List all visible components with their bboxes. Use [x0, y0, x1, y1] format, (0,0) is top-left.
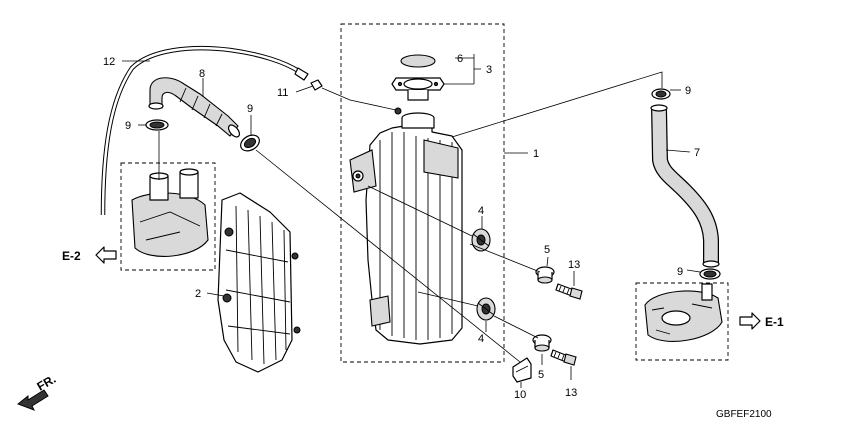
ref-e1-label: E-1: [765, 315, 784, 329]
water-pump-box: [120, 162, 216, 271]
clamp-left: [145, 119, 169, 131]
callout-9-center: 9: [247, 103, 253, 115]
collar-upper: [535, 266, 555, 284]
tube-clip: [310, 79, 323, 91]
callout-5-upper: 5: [544, 244, 550, 256]
front-direction-label: FR.: [35, 372, 59, 394]
callout-2: 2: [195, 288, 201, 300]
clamp-top-right: [651, 88, 671, 100]
front-direction-arrow-icon: [17, 389, 49, 411]
callout-7: 7: [694, 147, 700, 159]
callout-5-lower: 5: [538, 369, 544, 381]
e2-arrow-icon: [95, 246, 117, 264]
callout-10: 10: [514, 389, 526, 401]
leader-lines: [122, 54, 701, 388]
callout-9-left: 9: [125, 120, 131, 132]
clip: [512, 357, 532, 383]
callout-8: 8: [199, 68, 205, 80]
ref-e2-label: E-2: [62, 249, 81, 263]
grommet-upper: [471, 228, 491, 252]
grommet-lower: [476, 297, 496, 321]
e1-arrow-icon: [739, 312, 761, 330]
callout-9-top-right: 9: [685, 85, 691, 97]
bolt-lower: [550, 349, 577, 366]
callout-4-lower: 4: [478, 333, 484, 345]
upper-hose: [148, 77, 241, 138]
cylinder-head: [644, 283, 723, 342]
diagram-code: GBFEF2100: [716, 409, 772, 420]
water-pump-area: [131, 168, 209, 257]
callout-12: 12: [103, 56, 115, 68]
clamp-bottom-right: [699, 268, 721, 280]
clamp-center: [240, 134, 260, 152]
callout-1: 1: [533, 148, 539, 160]
radiator-shroud: [217, 192, 301, 373]
callout-9-bottom-right: 9: [677, 266, 683, 278]
radiator-cap: [391, 54, 445, 101]
overflow-tube: [100, 45, 309, 216]
callout-11: 11: [277, 87, 288, 99]
lower-hose: [650, 104, 720, 268]
callout-13-upper: 13: [568, 259, 580, 271]
cylinder-head-box: [635, 282, 729, 361]
callout-3: 3: [486, 64, 492, 76]
callout-6: 6: [457, 53, 463, 65]
callout-13-lower: 13: [565, 387, 577, 399]
callout-4-upper: 4: [478, 205, 484, 217]
radiator: [349, 107, 463, 345]
bolt-upper: [555, 283, 583, 300]
collar-lower: [532, 334, 552, 352]
callout-labels: 1 2 3 4 4 5 5 6 7 8 9 9 9 9 10 11 12 13 …: [103, 53, 700, 401]
cap-seal: [400, 54, 436, 68]
radiator-assembly-box: [340, 23, 505, 363]
